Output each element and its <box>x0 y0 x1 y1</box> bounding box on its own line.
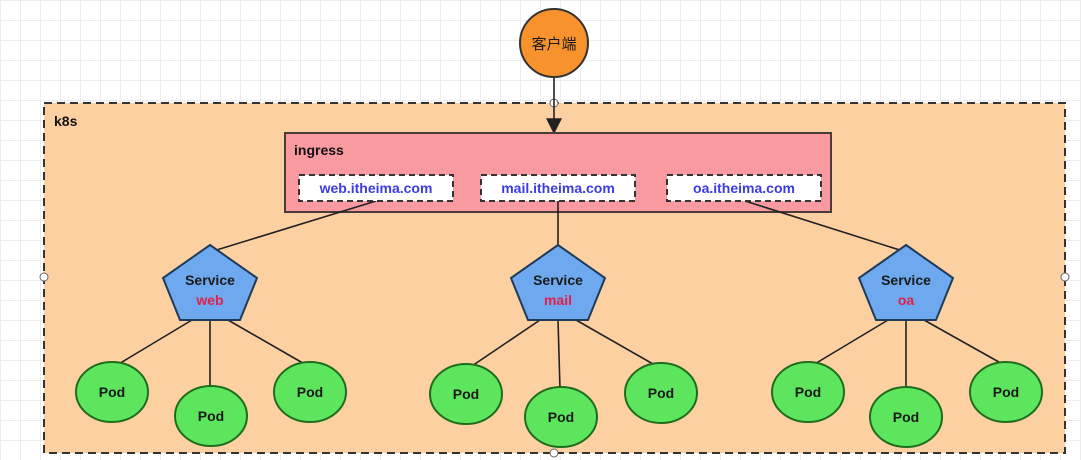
edge-mail-pod-1 <box>465 319 541 371</box>
pod-label: Pod <box>795 384 821 400</box>
pod-label: Pod <box>99 384 125 400</box>
pod-mail-2[interactable]: Pod <box>524 386 598 448</box>
service-oa[interactable]: Service oa <box>857 243 955 321</box>
client-node[interactable] <box>519 8 589 78</box>
edge-web-pod-3 <box>227 319 309 367</box>
pod-shape <box>771 361 845 423</box>
edge-oa-pod-1 <box>807 319 889 369</box>
k8s-label: k8s <box>54 113 78 129</box>
pod-mail-1[interactable]: Pod <box>429 363 503 425</box>
edge-web-pod-1 <box>111 319 193 369</box>
service-oa-shape <box>857 243 955 321</box>
pod-web-2[interactable]: Pod <box>174 385 248 447</box>
pod-label: Pod <box>453 386 479 402</box>
pod-shape <box>273 361 347 423</box>
client-label: 客户端 <box>531 36 576 53</box>
pod-label: Pod <box>993 384 1019 400</box>
host-mail: mail.itheima.com <box>501 180 615 196</box>
pod-shape <box>869 386 943 448</box>
pod-web-1[interactable]: Pod <box>75 361 149 423</box>
pod-oa-2[interactable]: Pod <box>869 386 943 448</box>
pod-shape <box>174 385 248 447</box>
bottom-handle[interactable] <box>549 448 559 458</box>
service-web-shape <box>161 243 259 321</box>
host-box-oa[interactable] <box>666 174 822 202</box>
edge-web-host-service <box>209 200 377 253</box>
service-oa-title: Service <box>881 272 931 288</box>
service-web[interactable]: Service web <box>161 243 259 321</box>
host-oa: oa.itheima.com <box>693 180 795 196</box>
right-handle[interactable] <box>1060 272 1070 282</box>
pod-label: Pod <box>893 409 919 425</box>
edge-oa-host-service <box>744 200 907 253</box>
service-oa-name: oa <box>898 292 915 308</box>
left-handle[interactable] <box>39 272 49 282</box>
pod-label: Pod <box>548 409 574 425</box>
edge-mail-pod-3 <box>575 319 661 369</box>
ingress-label: ingress <box>294 142 344 158</box>
pod-mail-3[interactable]: Pod <box>624 362 698 424</box>
service-mail-title: Service <box>533 272 583 288</box>
pod-shape <box>624 362 698 424</box>
pod-shape <box>969 361 1043 423</box>
host-box-mail[interactable] <box>480 174 636 202</box>
pod-label: Pod <box>198 408 224 424</box>
pod-oa-3[interactable]: Pod <box>969 361 1043 423</box>
pod-web-3[interactable]: Pod <box>273 361 347 423</box>
service-mail-name: mail <box>544 292 572 308</box>
host-box-web[interactable] <box>298 174 454 202</box>
pod-label: Pod <box>648 385 674 401</box>
host-web: web.itheima.com <box>319 180 433 196</box>
pod-label: Pod <box>297 384 323 400</box>
pod-shape <box>524 386 598 448</box>
pod-shape <box>429 363 503 425</box>
service-web-name: web <box>195 292 223 308</box>
service-web-title: Service <box>185 272 235 288</box>
service-mail-shape <box>509 243 607 321</box>
edge-mail-pod-2 <box>557 319 561 390</box>
pod-shape <box>75 361 149 423</box>
pod-oa-1[interactable]: Pod <box>771 361 845 423</box>
edge-oa-pod-3 <box>923 319 1007 367</box>
service-mail[interactable]: Service mail <box>509 243 607 321</box>
